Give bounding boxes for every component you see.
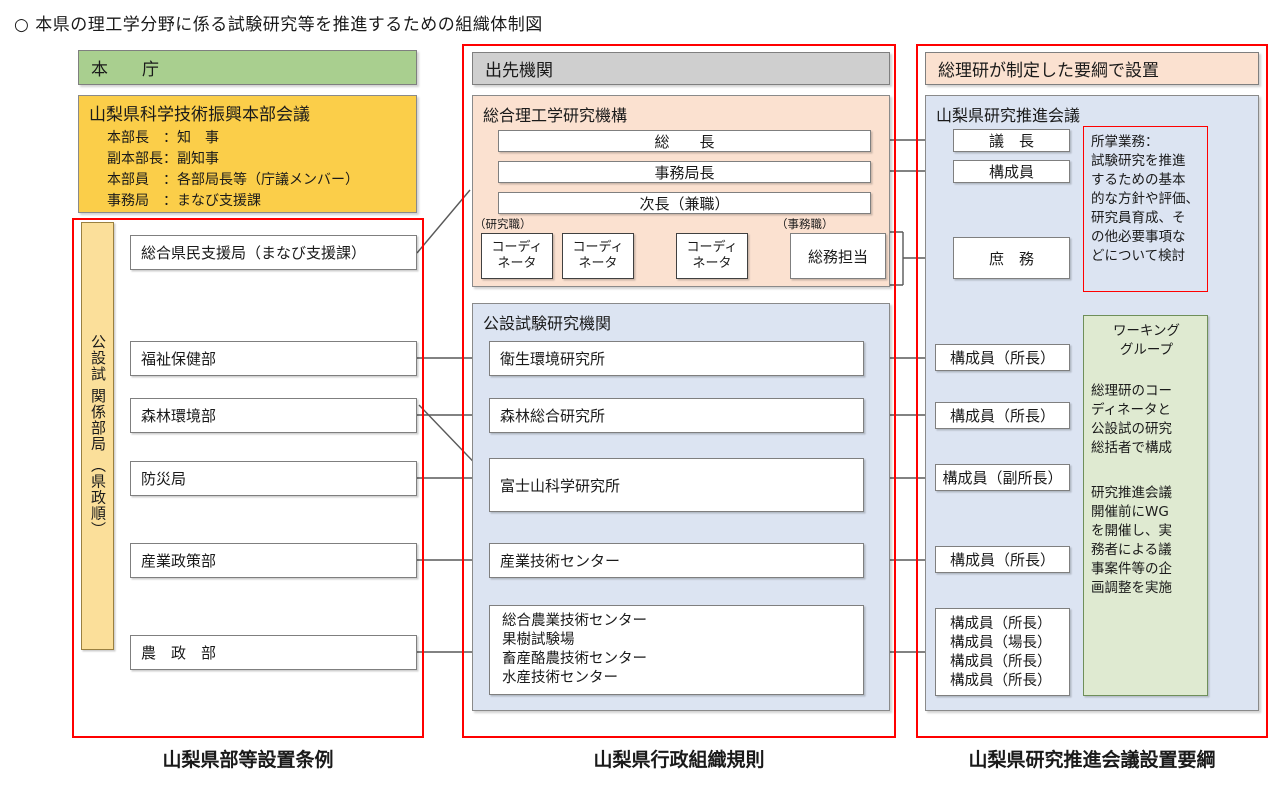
research-post-deputy-director[interactable]: 次長（兼職） bbox=[498, 192, 871, 214]
middle-column-caption: 山梨県行政組織規則 bbox=[593, 749, 765, 771]
council-institute-member-2[interactable]: 構成員（所長） bbox=[935, 402, 1070, 429]
council-institute-member-5[interactable]: 構成員（所長） 構成員（場長） 構成員（所長） 構成員（所長） bbox=[935, 608, 1070, 696]
department-box-6[interactable]: 農 政 部 bbox=[130, 635, 417, 670]
left-column-caption: 山梨県部等設置条例 bbox=[162, 749, 334, 771]
scope-note-line-6: の他必要事項な bbox=[1091, 229, 1186, 245]
working-group-p1-line3: 公設試の研究 bbox=[1091, 421, 1172, 437]
page-title: ○ 本県の理工学分野に係る試験研究等を推進するための組織体制図 bbox=[14, 15, 543, 35]
scope-note-line-1: 所掌業務： bbox=[1091, 134, 1159, 150]
hq-meeting-panel: 山梨県科学技術振興本部会議 本部長 ：知 事 副本部長：副知事 本部員 ：各部局… bbox=[78, 95, 417, 213]
working-group-p2-line4: 務者による議 bbox=[1091, 542, 1172, 558]
institute-box-4[interactable]: 産業技術センター bbox=[489, 543, 864, 578]
council-institute-member-4[interactable]: 構成員（所長） bbox=[935, 546, 1070, 573]
working-group-box: ワーキング グループ 総理研のコー ディネータと 公設試の研究 総括者で構成 研… bbox=[1083, 315, 1208, 696]
council-institute-member-1[interactable]: 構成員（所長） bbox=[935, 344, 1070, 371]
related-departments-vertical-label: 公設試 関係部局 （県政順） bbox=[81, 222, 114, 650]
council-member-box[interactable]: 構成員 bbox=[953, 160, 1070, 183]
public-institutes-title: 公設試験研究機関 bbox=[483, 314, 612, 333]
working-group-p1-line4: 総括者で構成 bbox=[1091, 440, 1172, 456]
working-group-p1-line1: 総理研のコー bbox=[1091, 383, 1172, 399]
department-box-4[interactable]: 防災局 bbox=[130, 461, 417, 496]
coordinator-2-line2: ネータ bbox=[578, 256, 618, 271]
council-institute-member-3[interactable]: 構成員（副所長） bbox=[935, 464, 1070, 491]
hq-meeting-line-2: 副本部長：副知事 bbox=[107, 151, 219, 167]
scope-note-line-5: 研究員育成、そ bbox=[1091, 210, 1186, 226]
council-title: 山梨県研究推進会議 bbox=[936, 106, 1081, 125]
working-group-p2-line3: を開催し、実 bbox=[1091, 523, 1172, 539]
coordinator-3-line2: ネータ bbox=[692, 256, 732, 271]
council-member-5-line2: 構成員（場長） bbox=[950, 635, 1052, 651]
middle-legal-scope-outline bbox=[462, 44, 896, 738]
left-column-header: 本 庁 bbox=[78, 50, 417, 85]
institute-box-3[interactable]: 富士山科学研究所 bbox=[489, 458, 864, 512]
scope-note-line-4: 的な方針や評価、 bbox=[1091, 191, 1199, 207]
working-group-title-line2: グループ bbox=[1119, 342, 1174, 358]
working-group-p2-line1: 研究推進会議 bbox=[1091, 485, 1172, 501]
working-group-p2-line6: 画調整を実施 bbox=[1091, 580, 1172, 596]
council-clerical-box[interactable]: 庶 務 bbox=[953, 237, 1070, 279]
institute-box-1[interactable]: 衛生環境研究所 bbox=[489, 341, 864, 376]
working-group-p2-line5: 事案件等の企 bbox=[1091, 561, 1172, 577]
coordinator-1-line2: ネータ bbox=[497, 256, 537, 271]
institute-box-2[interactable]: 森林総合研究所 bbox=[489, 398, 864, 433]
coordinator-box-1[interactable]: コーディ ネータ bbox=[481, 233, 553, 279]
coordinator-box-3[interactable]: コーディ ネータ bbox=[676, 233, 748, 279]
department-box-3[interactable]: 森林環境部 bbox=[130, 398, 417, 433]
institute-box-5[interactable]: 総合農業技術センター 果樹試験場 畜産酪農技術センター 水産技術センター bbox=[489, 605, 864, 695]
scope-of-duties-note: 所掌業務： 試験研究を推進 するための基本 的な方針や評価、 研究員育成、そ の… bbox=[1083, 126, 1208, 292]
working-group-title-line1: ワーキング bbox=[1112, 323, 1181, 339]
council-member-5-line3: 構成員（所長） bbox=[950, 654, 1052, 670]
hq-meeting-line-3: 本部員 ：各部局長等（庁議メンバー） bbox=[107, 172, 359, 188]
department-box-5[interactable]: 産業政策部 bbox=[130, 543, 417, 578]
general-affairs-box[interactable]: 総務担当 bbox=[790, 233, 886, 279]
research-post-president[interactable]: 総 長 bbox=[498, 130, 871, 152]
department-box-2[interactable]: 福祉保健部 bbox=[130, 341, 417, 376]
research-job-label: （研究職） bbox=[474, 217, 532, 231]
vertical-label-text: 公設試 関係部局 （県政順） bbox=[89, 334, 107, 538]
hq-meeting-title: 山梨県科学技術振興本部会議 bbox=[89, 105, 310, 125]
council-member-5-line1: 構成員（所長） bbox=[950, 616, 1052, 632]
department-box-1[interactable]: 総合県民支援局（まなび支援課） bbox=[130, 235, 417, 270]
working-group-p1-line2: ディネータと bbox=[1091, 402, 1172, 418]
coordinator-1-line1: コーディ bbox=[491, 240, 543, 255]
scope-note-line-2: 試験研究を推進 bbox=[1091, 153, 1186, 169]
coordinator-box-2[interactable]: コーディ ネータ bbox=[562, 233, 634, 279]
institute-5-line2: 果樹試験場 bbox=[502, 632, 575, 648]
admin-job-label: （事務職） bbox=[776, 217, 834, 231]
hq-meeting-line-1: 本部長 ：知 事 bbox=[107, 130, 219, 146]
right-column-caption: 山梨県研究推進会議設置要綱 bbox=[968, 749, 1216, 771]
hq-meeting-line-4: 事務局 ：まなび支援課 bbox=[107, 193, 261, 209]
middle-column-header: 出先機関 bbox=[472, 52, 890, 85]
coordinator-2-line1: コーディ bbox=[572, 240, 624, 255]
council-member-5-line4: 構成員（所長） bbox=[950, 673, 1052, 689]
institute-5-line4: 水産技術センター bbox=[502, 670, 618, 686]
research-post-secretary-general[interactable]: 事務局長 bbox=[498, 161, 871, 183]
right-column-header: 総理研が制定した要綱で設置 bbox=[925, 52, 1259, 85]
coordinator-3-line1: コーディ bbox=[686, 240, 738, 255]
council-chair-box[interactable]: 議 長 bbox=[953, 129, 1070, 152]
right-legal-scope-outline bbox=[916, 44, 1268, 738]
scope-note-line-3: するための基本 bbox=[1091, 172, 1186, 188]
scope-note-line-7: どについて検討 bbox=[1091, 248, 1186, 264]
research-organization-title: 総合理工学研究機構 bbox=[483, 106, 628, 125]
institute-5-line3: 畜産酪農技術センター bbox=[502, 651, 647, 667]
left-legal-scope-outline bbox=[72, 218, 424, 738]
working-group-p2-line2: 開催前にWG bbox=[1091, 504, 1169, 520]
institute-5-line1: 総合農業技術センター bbox=[502, 613, 647, 629]
